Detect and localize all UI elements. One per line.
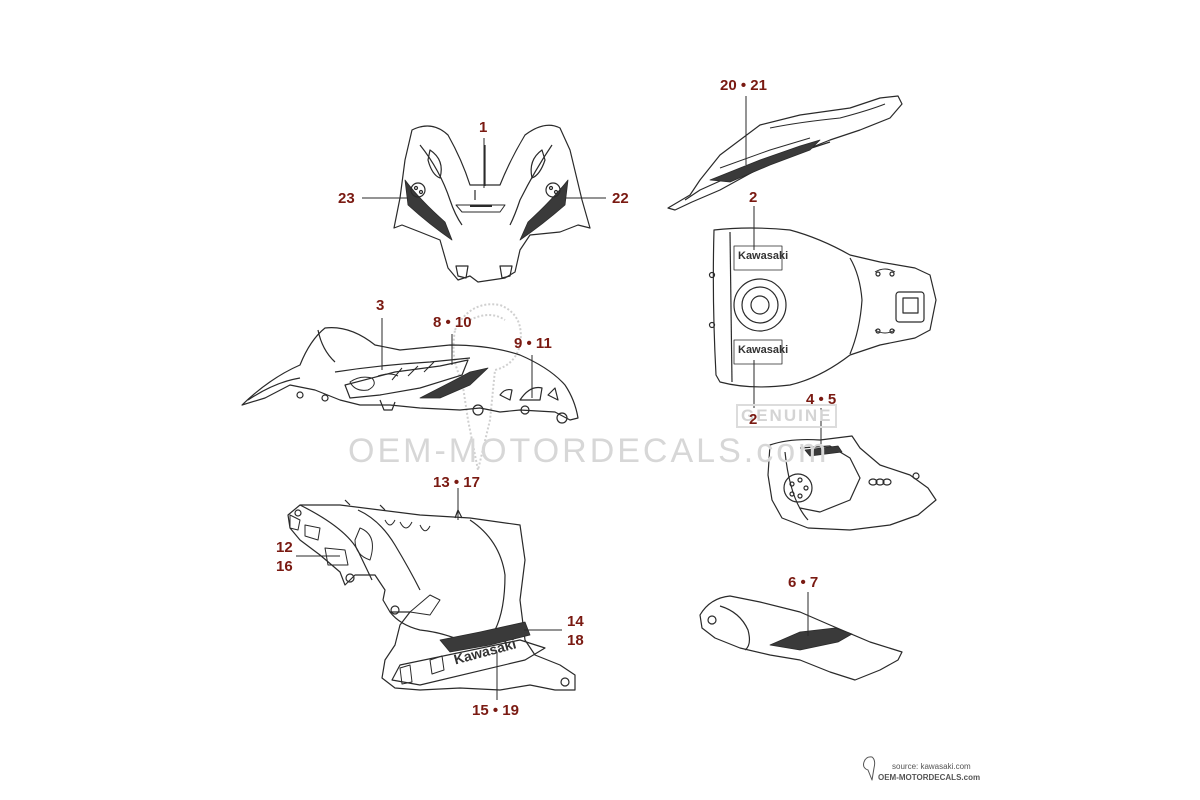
upper-side-fairing-part [241, 327, 579, 424]
front-cowl-part [393, 124, 591, 283]
tank-decal-top: Kawasaki [738, 250, 789, 262]
callout-13-17: 13 • 17 [433, 474, 480, 491]
callout-16: 16 [276, 558, 293, 575]
callout-1: 1 [479, 119, 488, 136]
callout-18: 18 [567, 632, 584, 649]
callout-9-11: 9 • 11 [514, 335, 552, 352]
watermark-badge: GENUINE [736, 404, 838, 428]
footer-source: source: kawasaki.com [892, 762, 971, 771]
callout-2-top: 2 [749, 189, 758, 206]
footer-site: OEM-MOTORDECALS.com [878, 773, 981, 782]
callout-4-5: 4 • 5 [806, 391, 837, 408]
callout-2-bottom: 2 [749, 411, 758, 428]
callout-22: 22 [612, 190, 629, 207]
fuel-tank-part [708, 227, 937, 388]
callout-15-19: 15 • 19 [472, 702, 519, 719]
callout-23: 23 [338, 190, 355, 207]
callout-12: 12 [276, 539, 293, 556]
watermark-rider-icon [452, 303, 522, 471]
tank-decal-bottom: Kawasaki [738, 344, 789, 356]
footer-logo-icon [863, 756, 876, 781]
watermark-text: OEM-MOTORDECALS.com [348, 432, 830, 470]
tank-cover-part [767, 435, 937, 531]
callout-3: 3 [376, 297, 385, 314]
lower-side-fairing-part [287, 499, 576, 691]
callout-8-10: 8 • 10 [433, 314, 472, 331]
callout-14: 14 [567, 613, 584, 630]
tail-cowl-part [667, 95, 903, 211]
callout-6-7: 6 • 7 [788, 574, 819, 591]
seat-cowl-part [699, 595, 903, 681]
callout-20-21: 20 • 21 [720, 77, 767, 94]
